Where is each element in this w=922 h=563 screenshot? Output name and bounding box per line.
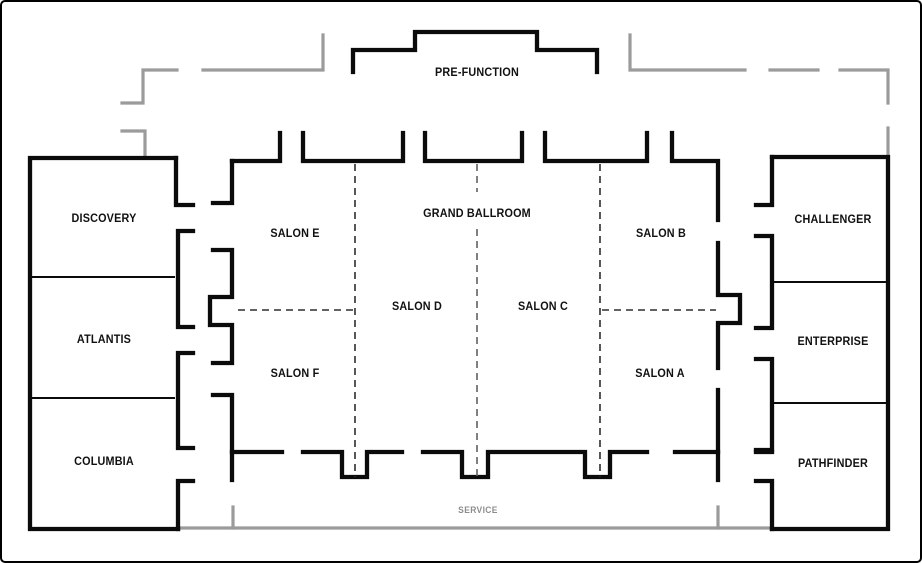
room-label-salon-e: SALON E	[270, 228, 320, 240]
ballroom-right-seg-2	[715, 240, 743, 371]
ballroom-top-seg-4	[542, 130, 650, 164]
ballroom-top-seg-5	[669, 130, 721, 223]
room-label-salon-a: SALON A	[635, 368, 685, 380]
room-label-columbia: COLUMBIA	[74, 456, 134, 468]
main-walls	[27, 29, 891, 532]
ballroom-top-seg-1	[229, 130, 283, 164]
prefunction-wall	[350, 29, 600, 75]
ballroom-left-seg-1	[210, 158, 235, 206]
ballroom-top-seg-2	[300, 130, 406, 164]
gray-wall-prefunction-left	[201, 33, 325, 72]
right-wing-door-jamb-1	[753, 154, 775, 208]
room-label-discovery: DISCOVERY	[71, 213, 137, 225]
ballroom-top-seg-3	[422, 130, 525, 164]
ballroom-bottom-seg-2	[300, 449, 405, 480]
room-label-pathfinder: PATHFINDER	[798, 458, 868, 470]
gray-wall-discovery-stub	[120, 129, 147, 160]
right-wing-wall-seg-2	[753, 233, 775, 331]
thin-walls	[31, 276, 887, 404]
gray-wall-upper-right-corner	[838, 68, 890, 105]
room-label-salon-d: SALON D	[392, 301, 442, 313]
room-label-enterprise: ENTERPRISE	[797, 336, 869, 348]
room-label-challenger: CHALLENGER	[794, 214, 872, 226]
room-label-pre-function: PRE-FUNCTION	[435, 67, 519, 79]
room-label-atlantis: ATLANTIS	[76, 334, 132, 346]
left-wing-outline	[27, 155, 181, 532]
gray-wall-upper-left-zigzag	[120, 68, 179, 105]
ballroom-left-seg-3	[210, 392, 235, 483]
room-label-salon-f: SALON F	[270, 368, 320, 380]
room-label-grand-ballroom: GRAND BALLROOM	[423, 208, 531, 220]
room-label-service: SERVICE	[458, 505, 498, 515]
right-wing-wall-seg-3	[753, 356, 775, 453]
left-wing-door-jamb-1	[173, 155, 196, 208]
left-wing-wall-seg-3	[175, 350, 196, 451]
ballroom-bottom-seg-3	[420, 449, 650, 480]
left-wing-wall-seg-4	[175, 478, 196, 532]
right-wing-wall-seg-4	[753, 478, 775, 532]
room-label-salon-c: SALON C	[518, 301, 568, 313]
ballroom-left-seg-2	[207, 247, 235, 366]
left-wing-wall-seg-2	[175, 228, 196, 330]
right-wing-outline	[769, 154, 891, 532]
room-label-salon-b: SALON B	[636, 228, 686, 240]
partition-lines	[238, 164, 716, 477]
secondary-walls	[120, 33, 890, 530]
gray-wall-prefunction-right	[628, 33, 747, 72]
